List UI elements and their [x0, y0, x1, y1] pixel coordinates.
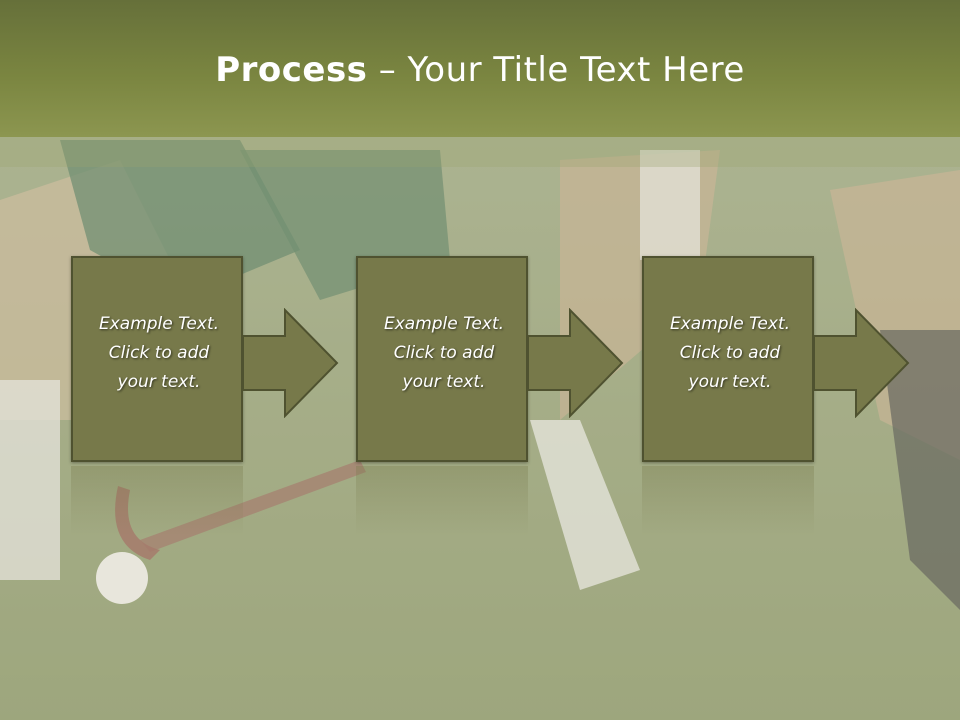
step-reflection — [71, 466, 243, 536]
right-arrow-icon — [243, 308, 339, 418]
step-box[interactable]: Example Text. Click to add your text. — [642, 256, 814, 462]
step-text-line: Example Text. — [98, 314, 220, 334]
process-step-3[interactable]: Example Text. Click to add your text. — [642, 256, 910, 536]
step-box[interactable]: Example Text. Click to add your text. — [71, 256, 243, 462]
step-reflection — [642, 466, 814, 536]
title-band — [0, 137, 960, 167]
step-reflection — [356, 466, 528, 536]
step-text-line: Example Text. — [383, 314, 505, 334]
step-text-line: Example Text. — [669, 314, 791, 334]
step-box[interactable]: Example Text. Click to add your text. — [356, 256, 528, 462]
process-step-2[interactable]: Example Text. Click to add your text. — [356, 256, 624, 536]
step-text-line: your text. — [688, 372, 772, 392]
right-arrow-icon — [814, 308, 910, 418]
process-step-1[interactable]: Example Text. Click to add your text. — [71, 256, 339, 536]
title-bar — [0, 0, 960, 137]
title-bold: Process — [215, 50, 368, 90]
step-text-line: Click to add — [108, 343, 210, 363]
step-text-line: Click to add — [393, 343, 495, 363]
right-arrow-icon — [528, 308, 624, 418]
step-text-line: your text. — [117, 372, 201, 392]
step-text-line: your text. — [402, 372, 486, 392]
step-text[interactable]: Example Text. Click to add your text. — [73, 310, 245, 397]
slide-title[interactable]: Process – Your Title Text Here — [0, 50, 960, 90]
step-text-line: Click to add — [679, 343, 781, 363]
title-rest: – Your Title Text Here — [367, 50, 745, 90]
step-text[interactable]: Example Text. Click to add your text. — [358, 310, 530, 397]
step-text[interactable]: Example Text. Click to add your text. — [644, 310, 816, 397]
